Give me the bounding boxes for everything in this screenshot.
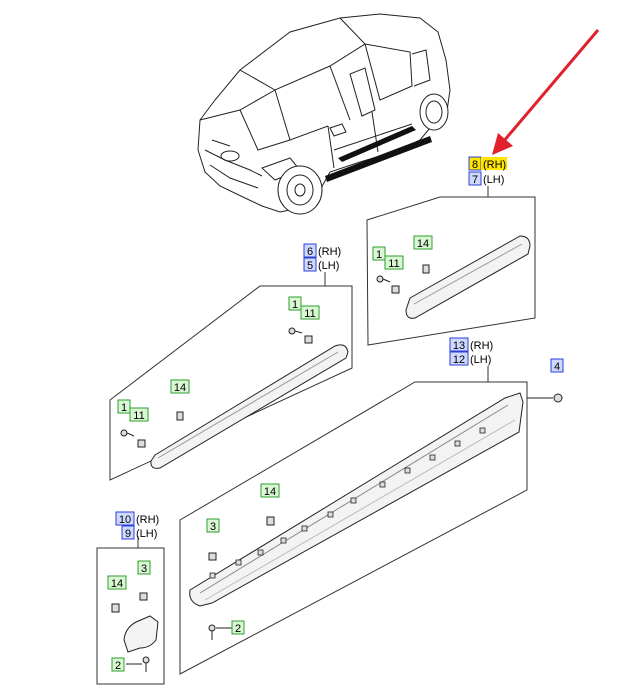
- assembly-box-side-sill: [179, 366, 528, 675]
- callout-suffix: (LH): [483, 174, 504, 186]
- callout-2-mudguard[interactable]: 2: [111, 657, 125, 672]
- callout-number: 12: [453, 354, 465, 366]
- car-side-sill-highlight: [325, 136, 432, 182]
- callout-number: 3: [141, 563, 147, 575]
- callout-1-front-door-upper[interactable]: 1: [288, 296, 302, 311]
- callout-number: 3: [210, 521, 216, 533]
- assembly-box-mud-guard: [96, 536, 165, 685]
- callout-3-mudguard[interactable]: 3: [137, 560, 151, 575]
- assembly-box-door-molding-rear: [366, 186, 536, 346]
- callout-4[interactable]: 4: [550, 358, 564, 373]
- sill-clip-row: [209, 427, 486, 579]
- callout-number: 7: [472, 174, 478, 186]
- callout-14-sill[interactable]: 14: [260, 483, 280, 498]
- red-pointer-arrow: [492, 29, 600, 155]
- front-door-molding: [150, 344, 349, 469]
- callout-number: 14: [174, 382, 186, 394]
- callout-10-rh[interactable]: 10 (RH): [115, 511, 159, 526]
- mud-guard: [123, 615, 159, 653]
- callout-number: 11: [133, 410, 144, 422]
- callout-11-rear-door[interactable]: 11: [384, 255, 404, 270]
- car-side-molding-highlight: [338, 126, 416, 162]
- callout-8-rh[interactable]: 8 (RH): [468, 156, 507, 171]
- callout-9-lh[interactable]: 9 (LH): [121, 525, 157, 540]
- callout-2-sill[interactable]: 2: [231, 620, 245, 635]
- callout-number: 14: [111, 578, 123, 590]
- callout-number: 5: [307, 260, 313, 272]
- callout-number: 11: [388, 258, 399, 270]
- callout-number: 1: [292, 299, 298, 311]
- callout-number: 4: [554, 361, 560, 373]
- clip-group-b: [120, 327, 313, 448]
- clip-group-a: [376, 264, 430, 294]
- callout-number: 14: [264, 486, 276, 498]
- callout-suffix: (LH): [318, 260, 339, 272]
- callout-suffix: (RH): [318, 246, 341, 258]
- callout-number: 2: [235, 623, 241, 635]
- callout-number: 1: [121, 402, 127, 414]
- callout-3-sill[interactable]: 3: [206, 518, 220, 533]
- callout-1-front-door-lower[interactable]: 1: [117, 399, 131, 414]
- callout-14-front-door[interactable]: 14: [170, 379, 190, 394]
- side-sill-fasteners: [208, 393, 563, 640]
- callout-suffix: (RH): [483, 159, 506, 171]
- callout-number: 1: [376, 249, 382, 261]
- callout-14-rear-door[interactable]: 14: [413, 235, 433, 250]
- mud-guard-fasteners: [111, 592, 150, 672]
- callout-6-rh[interactable]: 6 (RH): [303, 243, 341, 258]
- callout-number: 10: [119, 514, 131, 526]
- callout-11-front-door-upper[interactable]: 11: [300, 305, 320, 320]
- callout-13-rh[interactable]: 13 (RH): [449, 337, 493, 352]
- callout-number: 11: [304, 308, 315, 320]
- assembly-box-door-molding-front: [109, 272, 353, 481]
- callout-number: 13: [453, 340, 465, 352]
- car-illustration: [197, 13, 451, 215]
- callout-12-lh[interactable]: 12 (LH): [449, 351, 491, 366]
- callout-1-rear-door[interactable]: 1: [372, 246, 386, 261]
- callout-number: 8: [472, 159, 478, 171]
- callout-7-lh[interactable]: 7 (LH): [468, 171, 504, 186]
- callout-14-mudguard[interactable]: 14: [107, 575, 127, 590]
- callout-suffix: (RH): [136, 514, 159, 526]
- callout-suffix: (RH): [470, 340, 493, 352]
- callout-5-lh[interactable]: 5 (LH): [303, 257, 339, 272]
- callout-number: 9: [125, 528, 131, 540]
- callout-11-front-door-lower[interactable]: 11: [129, 407, 149, 422]
- callout-number: 14: [417, 238, 429, 250]
- callout-suffix: (LH): [136, 528, 157, 540]
- callout-number: 2: [115, 660, 121, 672]
- callout-suffix: (LH): [470, 354, 491, 366]
- callout-number: 6: [307, 246, 313, 258]
